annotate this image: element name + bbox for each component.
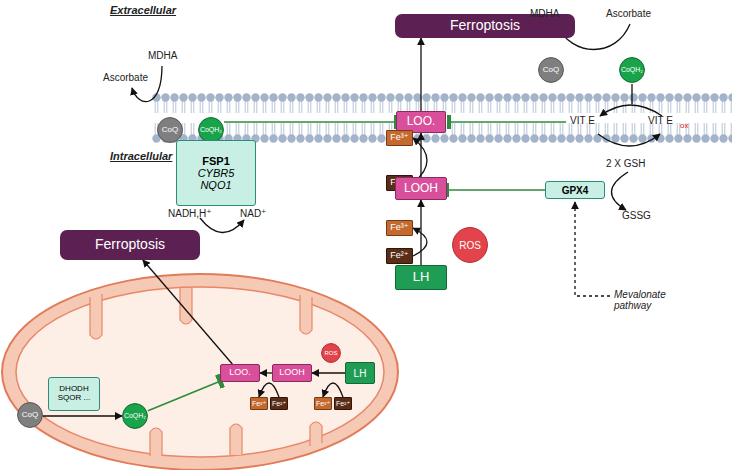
molecule-label: ox: [680, 122, 688, 131]
node-text: ROS: [323, 350, 338, 357]
circle-shape: [539, 58, 564, 83]
outcome-box: Ferroptosis: [60, 230, 200, 260]
node-text: Fe³⁺: [389, 223, 409, 233]
node-text: CoQ: [542, 66, 560, 75]
inhibition-connector: [447, 189, 545, 191]
region-label: Intracellular: [110, 150, 172, 162]
reaction-arrow: [420, 38, 421, 111]
molecule-label: Ascorbate: [606, 8, 651, 19]
node-text: FSP1: [201, 155, 231, 167]
molecule-label: NAD⁺: [240, 208, 266, 219]
cristae: [90, 288, 322, 456]
iron-box: Fe²⁺: [270, 397, 288, 410]
molecule-label: GSSG: [622, 210, 651, 221]
coq-circle: CoQ: [538, 57, 564, 83]
iron-box: Fe³⁺: [386, 220, 413, 236]
node-text: CoQH₂: [123, 412, 147, 420]
iron-box: Fe³⁺: [386, 130, 413, 146]
reaction-arrow: [312, 372, 345, 373]
lipid-box: LOO.: [220, 364, 260, 382]
ros-circle: ROS: [321, 343, 341, 363]
reaction-arrow: [323, 383, 343, 397]
node-text: Fe²⁺: [335, 400, 351, 408]
circle-shape: [620, 58, 645, 83]
node-text: DHODH SQOR ...: [49, 385, 99, 403]
iron-box: Fe³⁺: [250, 397, 268, 410]
node-text: LH: [412, 270, 431, 284]
molecule-label: 2 X GSH: [606, 158, 645, 169]
circle-shape: [322, 344, 341, 363]
node-text: CoQH₂: [199, 126, 223, 134]
region-label: Extracellular: [110, 4, 176, 16]
mitochondrion-inner: [16, 287, 384, 457]
node-text: LH: [353, 368, 368, 379]
reaction-arrow: [43, 415, 122, 416]
molecule-label: Ascorbate: [103, 72, 148, 83]
lipid-box: LOOH: [272, 364, 312, 382]
reaction-arrow: [413, 228, 427, 256]
reaction-arrow: [420, 133, 421, 177]
pathway-label: Mevalonate pathway: [614, 289, 676, 311]
circle-shape: [123, 404, 148, 429]
node-text: LOOH: [278, 368, 306, 378]
reaction-arrows: [132, 24, 662, 296]
node-text: CoQ: [161, 126, 179, 135]
node-text: Fe³⁺: [315, 400, 331, 408]
node-text: Ferroptosis: [449, 18, 521, 33]
node-text: Fe³⁺: [251, 400, 267, 408]
circle-shape: [199, 118, 224, 143]
node-text: GPX4: [561, 185, 590, 196]
coqh2-circle: CoQH₂: [619, 57, 645, 83]
inhibition-line: [449, 121, 566, 123]
node-text: Ferroptosis: [94, 237, 166, 252]
lipid-box: LH: [395, 265, 447, 290]
molecule-label: MDHA: [530, 8, 559, 19]
reaction-arrow: [143, 260, 232, 364]
lipid-box: LH: [345, 362, 375, 384]
circle-shape: [18, 403, 43, 428]
circle-shape: [453, 228, 488, 263]
reaction-arrow: [260, 372, 272, 373]
iron-box: Fe²⁺: [334, 397, 352, 410]
lipid-box: LOOH: [395, 177, 447, 200]
inhibition-connector: [224, 121, 396, 123]
node-text: LOO.: [228, 368, 252, 378]
node-text: CYBR5: [197, 167, 236, 179]
circle-shape: [158, 118, 183, 143]
node-text: Fe²⁺: [271, 400, 287, 408]
enzyme-box: DHODH SQOR ...: [48, 377, 100, 411]
iron-box: Fe²⁺: [386, 248, 413, 264]
coqh2-circle: CoQH₂: [122, 403, 148, 429]
lipid-bilayer: [152, 93, 732, 143]
enzyme-box: GPX4: [545, 181, 605, 199]
reaction-arrow: [259, 383, 279, 397]
node-text: NQO1: [199, 179, 232, 191]
inhibition-connector: [148, 381, 220, 411]
node-text: LOOH: [403, 182, 439, 195]
coq-circle: CoQ: [17, 402, 43, 428]
enzyme-box: FSP1CYBR5NQO1: [176, 140, 256, 206]
iron-box: Fe³⁺: [314, 397, 332, 410]
node-text: LOO.: [406, 115, 437, 128]
molecule-label: MDHA: [148, 50, 177, 61]
node-text: ROS: [458, 240, 482, 251]
node-text: Fe³⁺: [389, 133, 409, 143]
node-text: CoQH₂: [620, 66, 644, 74]
ros-circle: ROS: [452, 227, 488, 263]
mitochondrion-outer: [2, 274, 398, 470]
node-text: Fe²⁺: [389, 251, 409, 261]
molecule-label: VIT E: [648, 115, 673, 126]
reaction-arrow: [420, 200, 421, 265]
molecule-label: NADH,H⁺: [168, 208, 212, 219]
molecule-label: VIT E: [570, 115, 595, 126]
node-text: CoQ: [21, 411, 39, 420]
